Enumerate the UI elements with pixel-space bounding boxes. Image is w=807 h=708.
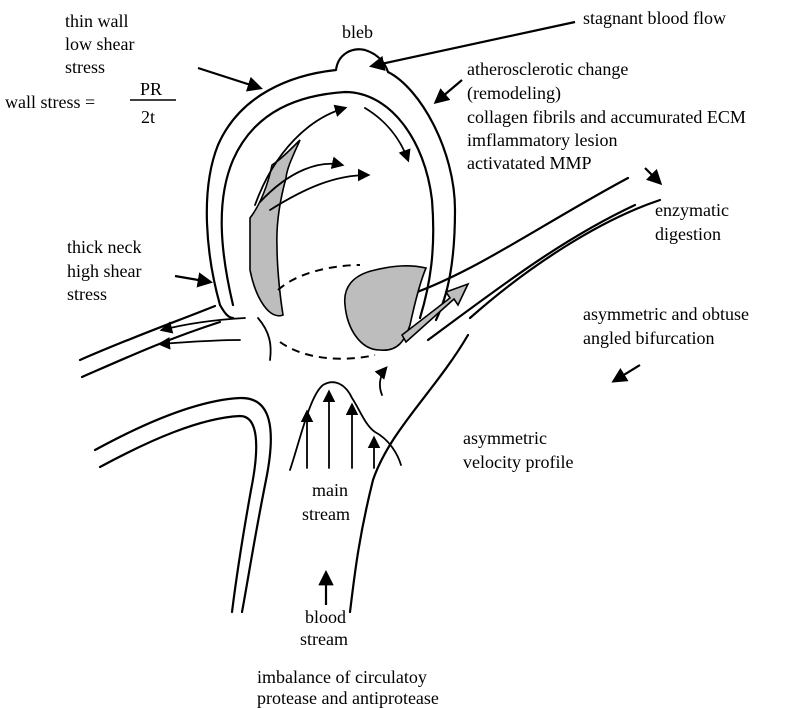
label-velocity-profile: velocity profile: [463, 452, 573, 472]
label-blood: blood: [305, 607, 346, 627]
right-branch-vessel: [350, 178, 660, 612]
left-intimal-flap: [250, 140, 300, 316]
label-low-shear: low shear: [65, 34, 134, 54]
label-stream-blood: stream: [300, 629, 348, 649]
label-asymmetric-obtuse: asymmetric and obtuse: [583, 304, 749, 324]
lower-left-vessel: [95, 398, 271, 612]
formula-numerator: PR: [140, 79, 162, 99]
label-thick-neck: thick neck: [67, 237, 141, 257]
label-imbalance: imbalance of circulatoy: [257, 667, 427, 687]
label-inflammatory-lesion: imflammatory lesion: [467, 130, 617, 150]
label-angled-bifurcation: angled bifurcation: [583, 328, 714, 348]
label-stress-neck: stress: [67, 284, 107, 304]
label-bleb: bleb: [342, 22, 373, 42]
label-asymmetric: asymmetric: [463, 428, 547, 448]
label-atherosclerotic-change: atherosclerotic change: [467, 59, 628, 79]
label-digestion: digestion: [655, 224, 721, 244]
label-activated-mmp: activatated MMP: [467, 153, 591, 173]
label-thin-wall: thin wall: [65, 11, 129, 31]
label-collagen-ecm: collagen fibrils and accumurated ECM: [467, 107, 746, 127]
label-stream-main: stream: [302, 504, 350, 524]
label-protease: protease and antiprotease: [257, 688, 439, 708]
label-stress-top: stress: [65, 57, 105, 77]
label-main: main: [312, 480, 348, 500]
label-stagnant-blood-flow: stagnant blood flow: [583, 8, 726, 28]
label-enzymatic: enzymatic: [655, 200, 729, 220]
label-wall-stress: wall stress =: [5, 92, 95, 112]
label-high-shear: high shear: [67, 261, 141, 281]
label-remodeling: (remodeling): [467, 83, 561, 104]
right-intimal-flap: [345, 266, 426, 350]
formula-denominator: 2t: [141, 107, 155, 127]
